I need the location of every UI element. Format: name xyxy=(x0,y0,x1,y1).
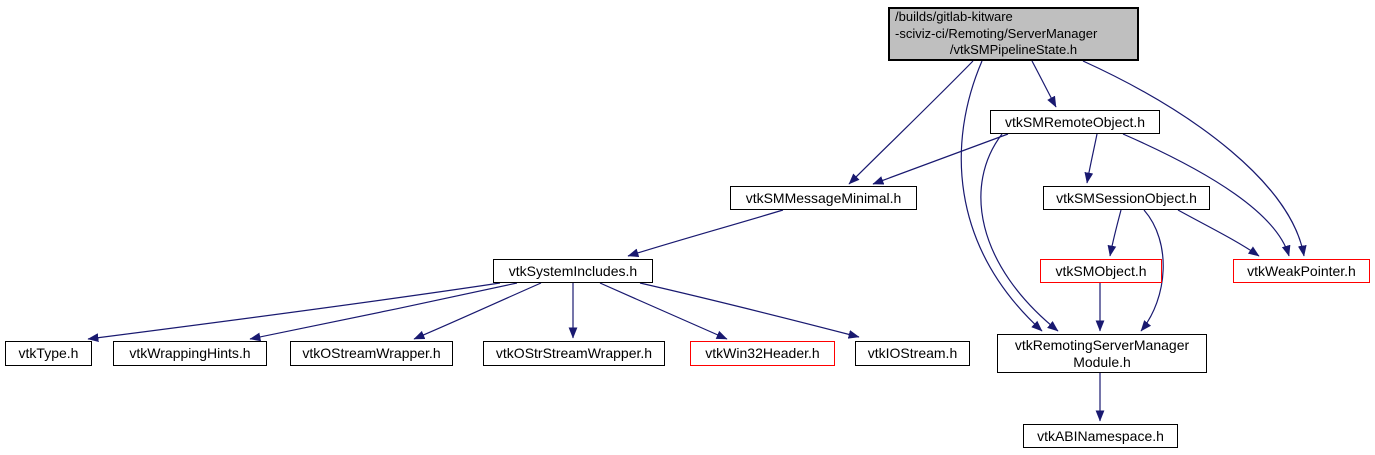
edge-sm-remote-object-sm-session-object xyxy=(1084,133,1098,184)
node-label-line: /vtkSMPipelineState.h xyxy=(949,42,1078,58)
edge-sm-remote-object-remoting-module xyxy=(980,133,1059,332)
node-vtkSystemIncludes[interactable]: vtkSystemIncludes.h xyxy=(493,259,653,283)
node-label-line: /builds/gitlab-kitware xyxy=(895,9,1013,25)
edge-sm-session-object-remoting-module xyxy=(1140,209,1164,332)
node-vtkType[interactable]: vtkType.h xyxy=(5,341,92,366)
node-vtkRemotingServerManagerModule[interactable]: vtkRemotingServerManager Module.h xyxy=(997,334,1207,373)
node-vtkWrappingHints[interactable]: vtkWrappingHints.h xyxy=(113,341,267,366)
node-vtkSMObject[interactable]: vtkSMObject.h xyxy=(1040,259,1162,283)
edge-root-remoting-module xyxy=(960,60,1043,332)
edge-sm-session-object-sm-object xyxy=(1107,209,1122,257)
edge-sm-message-minimal-system-includes xyxy=(627,209,784,258)
node-vtkSMRemoteObject[interactable]: vtkSMRemoteObject.h xyxy=(990,110,1160,134)
node-vtkSMSessionObject[interactable]: vtkSMSessionObject.h xyxy=(1043,186,1210,210)
node-vtkWin32Header[interactable]: vtkWin32Header.h xyxy=(690,341,835,366)
node-vtkOStreamWrapper[interactable]: vtkOStreamWrapper.h xyxy=(290,341,453,366)
edge-system-includes-ostream-wrapper xyxy=(413,282,542,340)
node-vtkSMMessageMinimal[interactable]: vtkSMMessageMinimal.h xyxy=(730,186,917,210)
edge-system-includes-wrapping-hints xyxy=(249,282,518,342)
edge-system-includes-win32-header xyxy=(599,282,728,340)
edge-sm-remote-object-sm-message-minimal xyxy=(872,133,1009,185)
node-vtkOStrStreamWrapper[interactable]: vtkOStrStreamWrapper.h xyxy=(483,341,665,366)
edge-root-sm-remote-object xyxy=(1031,60,1057,108)
node-vtkWeakPointer[interactable]: vtkWeakPointer.h xyxy=(1233,259,1370,283)
edge-root-weak-pointer xyxy=(1082,60,1307,257)
node-label-line: -sciviz-ci/Remoting/ServerManager xyxy=(895,25,1098,41)
edge-root-sm-message-minimal xyxy=(848,60,974,185)
node-vtkSMPipelineState[interactable]: /builds/gitlab-kitware -sciviz-ci/Remoti… xyxy=(888,7,1139,61)
node-vtkIOStream[interactable]: vtkIOStream.h xyxy=(855,341,970,366)
edge-system-includes-iostream xyxy=(639,282,860,339)
edge-sm-session-object-weak-pointer xyxy=(1177,209,1260,257)
edge-system-includes-type xyxy=(87,282,501,343)
node-vtkABINamespace[interactable]: vtkABINamespace.h xyxy=(1023,424,1178,448)
edge-sm-remote-object-weak-pointer xyxy=(1122,133,1291,257)
